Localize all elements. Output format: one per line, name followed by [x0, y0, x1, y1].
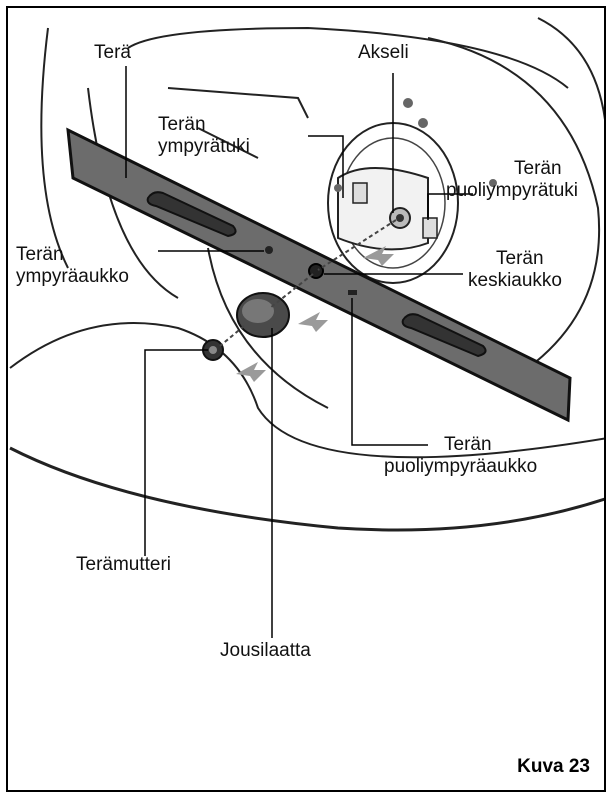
- blade-nut: [202, 339, 224, 361]
- spring-washer: [236, 292, 290, 338]
- blade-half-round-hole-icon: [348, 290, 357, 295]
- blade: [66, 127, 572, 423]
- arrow-icon-3: [236, 362, 266, 382]
- label-blade-nut: Terämutteri: [76, 554, 172, 575]
- assembly-diagram: [9, 17, 604, 638]
- label-shaft: Akseli: [358, 42, 409, 63]
- figure-caption: Kuva 23: [517, 756, 590, 777]
- blade-slot-right-icon: [401, 313, 487, 358]
- arrow-icon-2: [298, 312, 328, 332]
- label-line: Terän: [444, 434, 492, 455]
- label-line: ympyräaukko: [16, 266, 129, 287]
- label-line: puoliympyräaukko: [384, 456, 538, 477]
- label-line: puoliympyrätuki: [446, 180, 578, 201]
- blade-slot-left-icon: [146, 191, 237, 238]
- arrow-icon-1: [363, 246, 394, 266]
- label-line: Terän: [514, 158, 562, 179]
- assembly-axis: [219, 219, 397, 347]
- label-line: keskiaukko: [468, 270, 562, 291]
- label-blade-round-hole: Terän ympyräaukko: [16, 244, 129, 288]
- blade-round-hole-icon: [265, 246, 273, 254]
- label-blade-round-support: Terän ympyrätuki: [158, 114, 250, 158]
- label-line: ympyrätuki: [158, 136, 250, 157]
- label-line: Terän: [496, 248, 544, 269]
- label-blade-center-hole: Terän keskiaukko: [468, 248, 562, 292]
- label-line: Terän: [16, 244, 64, 265]
- leader-lines: [125, 66, 473, 638]
- label-blade-half-round-support: Terän puoliympyrätuki: [446, 158, 578, 202]
- mower-deck-outline: [9, 17, 604, 532]
- label-blade: Terä: [94, 42, 131, 63]
- label-line: Terän: [158, 114, 206, 135]
- direction-arrows: [236, 246, 394, 382]
- label-spring-washer: Jousilaatta: [220, 640, 311, 661]
- label-blade-half-round-hole: Terän puoliympyräaukko: [384, 434, 537, 478]
- figure-frame: Terä Akseli Terän ympyrätuki Terän puoli…: [6, 6, 606, 792]
